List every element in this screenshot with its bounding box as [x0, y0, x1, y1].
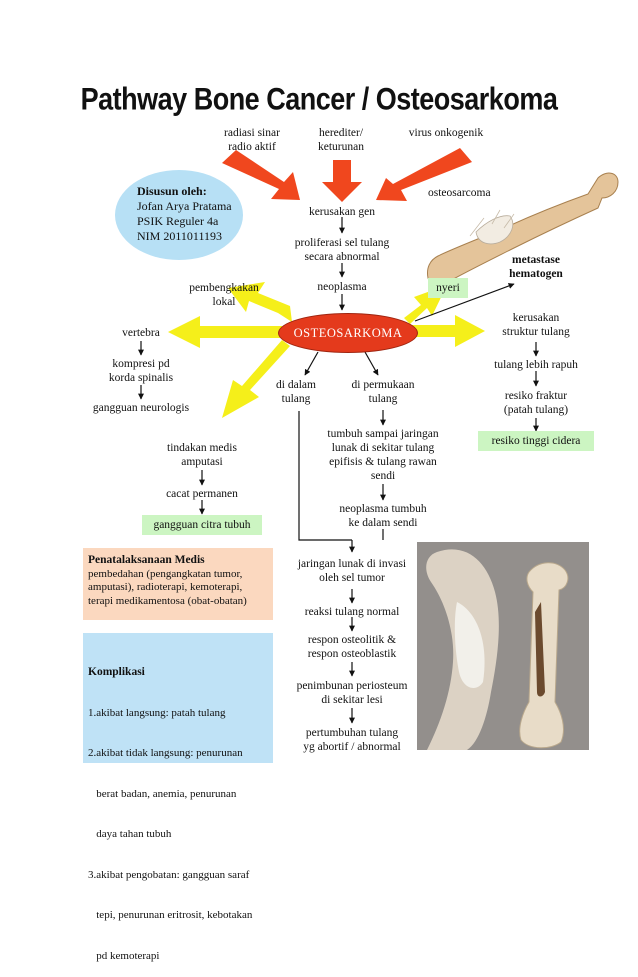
nyeri-box: nyeri — [428, 278, 468, 298]
yellow-arrow-left — [168, 316, 282, 348]
bone-tumor-illustration — [417, 542, 589, 750]
penatalaksanaan-box — [83, 548, 273, 620]
arrow-layer — [138, 148, 619, 724]
komplikasi-text: Komplikasi 1.akibat langsung: patah tula… — [88, 666, 253, 962]
yellow-arrow-down-left — [222, 340, 290, 418]
resiko-fraktur: resiko fraktur(patah tulang) — [503, 390, 569, 416]
cause-virus: virus onkogenik — [408, 127, 484, 139]
resiko-cidera-box: resiko tinggi cidera — [478, 431, 594, 451]
metastase-arrow — [414, 283, 515, 322]
red-arrow-right — [376, 148, 472, 201]
author-info: Disusun oleh: Jofan Arya Pratama PSIK Re… — [137, 184, 232, 244]
center-osteosarkoma: OSTEOSARKOMA — [278, 313, 418, 353]
kerusakan-gen: kerusakan gen — [308, 206, 376, 218]
reaksi-tulang: reaksi tulang normal — [304, 606, 400, 618]
cacat-permanen: cacat permanen — [166, 488, 238, 500]
yellow-arrow-up — [228, 282, 292, 322]
cause-herediter: herediter/keturunan — [318, 127, 364, 153]
penatalaksanaan-text: Penatalaksanaan Medis pembedahan (pengan… — [88, 554, 247, 607]
red-arrow-left — [222, 150, 300, 200]
gangguan-neurologis: gangguan neurologis — [92, 402, 190, 414]
neoplasma: neoplasma — [317, 281, 367, 293]
vertebra: vertebra — [122, 327, 160, 339]
author-name: Jofan Arya Pratama — [137, 199, 232, 213]
author-class: PSIK Reguler 4a — [137, 214, 219, 228]
author-oval — [115, 170, 243, 260]
tulang-rapuh: tulang lebih rapuh — [494, 359, 578, 371]
komplikasi-box — [83, 633, 273, 763]
bone-label: osteosarcoma — [428, 187, 491, 199]
author-nim: NIM 2011011193 — [137, 229, 222, 243]
respon-osteolitik: respon osteolitik &respon osteoblastik — [307, 634, 397, 660]
yellow-arrow-right — [412, 315, 485, 347]
gangguan-citra-box: gangguan citra tubuh — [142, 515, 262, 535]
red-arrow-middle — [322, 160, 362, 202]
page-title: Pathway Bone Cancer / Osteosarkoma — [80, 81, 558, 117]
author-heading: Disusun oleh: — [137, 184, 207, 198]
